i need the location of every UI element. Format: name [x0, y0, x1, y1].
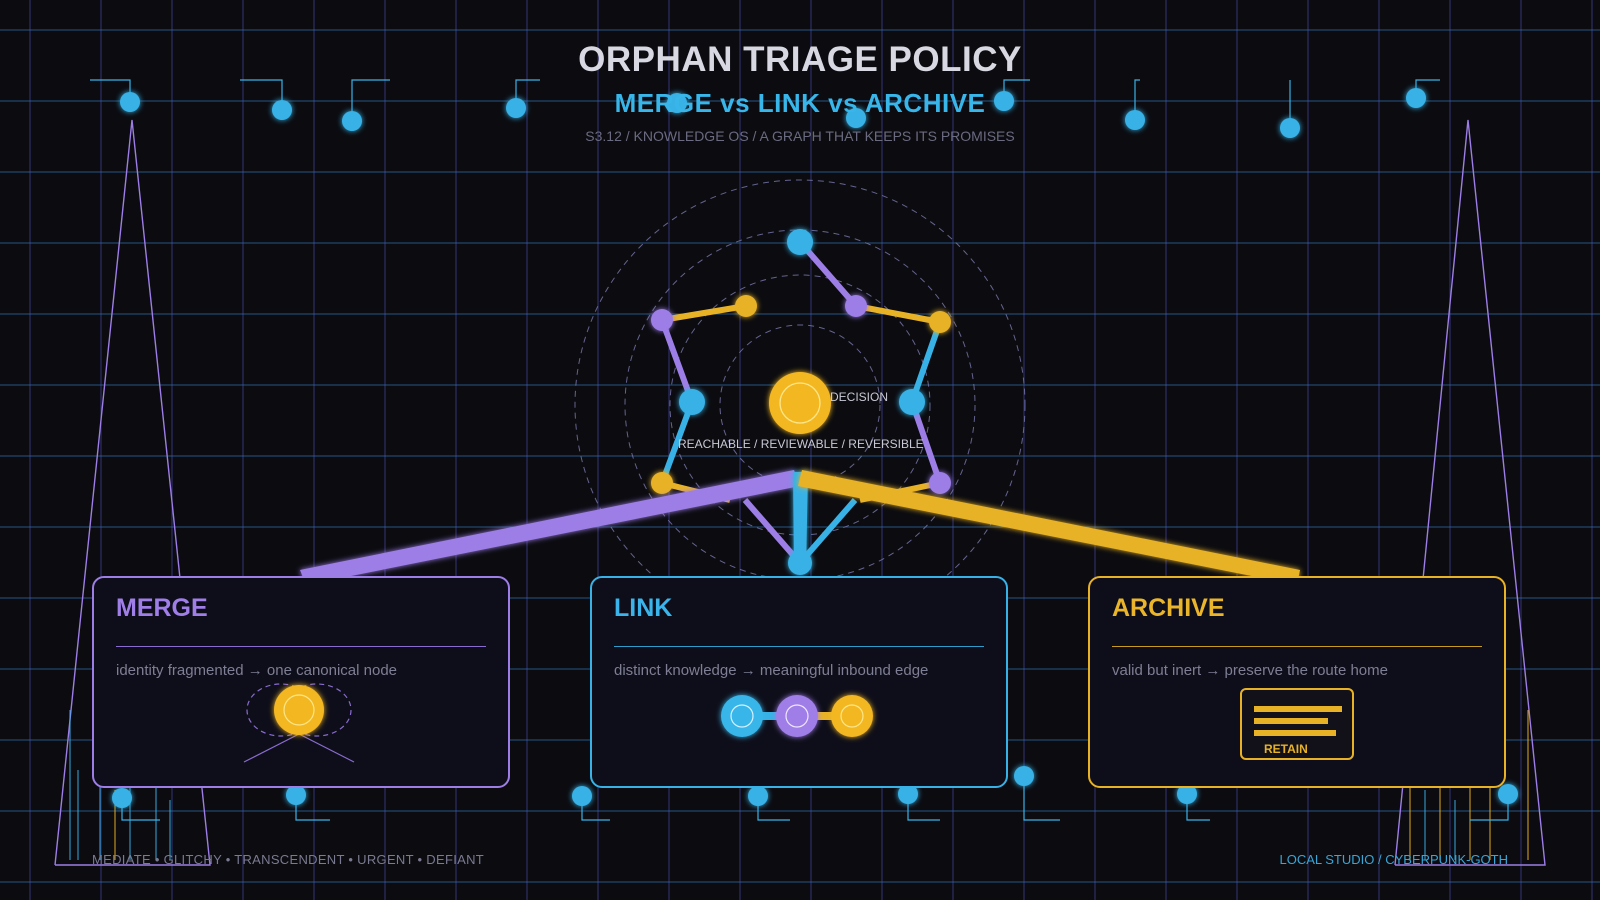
footer-credit: LOCAL STUDIO / CYBERPUNK-GOTH: [1279, 852, 1509, 867]
antenna-wire: [1134, 79, 1140, 120]
circuit-wire: [1023, 776, 1060, 821]
graph-node: [679, 389, 705, 415]
circuit-node: [748, 786, 768, 806]
footer-tags: MEDIATE • GLITCHY • TRANSCENDENT • URGEN…: [92, 852, 485, 867]
antenna-node: [846, 108, 866, 128]
antenna-node: [120, 92, 140, 112]
merge-card-title: MERGE: [116, 594, 208, 622]
link-card-title: LINK: [614, 594, 673, 622]
decision-node-ring: [779, 382, 821, 424]
archive-card-title: ARCHIVE: [1112, 594, 1225, 622]
left-spire: [54, 119, 211, 866]
antenna-node: [1280, 118, 1300, 138]
antenna-node: [342, 111, 362, 131]
circuit-node: [1014, 766, 1034, 786]
graph-edge: [909, 399, 943, 486]
graph-edge: [853, 303, 943, 325]
graph-edge: [742, 498, 803, 565]
graph-node: [929, 311, 951, 333]
graph-node: [929, 472, 951, 494]
beam-junction-node: [788, 551, 812, 575]
graph-node: [651, 472, 673, 494]
archive-card-description: valid but inert → preserve the route hom…: [1112, 662, 1388, 679]
antenna-node: [994, 91, 1014, 111]
graph-edge: [659, 399, 695, 486]
link-chain-icon: [721, 695, 873, 737]
target-ring: [624, 229, 976, 581]
page-title: ORPHAN TRIAGE POLICY: [578, 40, 1022, 79]
archive-line: [1254, 718, 1328, 724]
graph-node: [899, 389, 925, 415]
circuit-node: [286, 785, 306, 805]
link-card: LINK distinct knowledge → meaningful inb…: [590, 576, 1008, 788]
merge-card-description: identity fragmented → one canonical node: [116, 662, 398, 679]
decor-layer: [54, 79, 1546, 866]
graph-network: [651, 229, 951, 565]
archive-box-icon: RETAIN: [1240, 688, 1354, 760]
circuit-node: [112, 788, 132, 808]
antenna-wire: [351, 79, 390, 121]
page-subtitle: MERGE vs LINK vs ARCHIVE: [614, 88, 986, 118]
divider: [614, 646, 984, 647]
circuit-node: [572, 786, 592, 806]
merge-card: MERGE identity fragmented → one canonica…: [92, 576, 510, 788]
link-card-description: distinct knowledge → meaningful inbound …: [614, 662, 929, 679]
circuit-node: [1177, 784, 1197, 804]
merge-node-icon: [243, 683, 355, 763]
antenna-node: [506, 98, 526, 118]
graph-edge: [797, 239, 859, 309]
merge-beam: [300, 470, 800, 585]
divider: [1112, 646, 1482, 647]
graph-edge: [659, 303, 749, 323]
graph-node: [845, 295, 867, 317]
graph-node: [735, 295, 757, 317]
graph-edge: [659, 317, 695, 405]
archive-line: [1254, 706, 1342, 712]
archive-card: ARCHIVE valid but inert → preserve the r…: [1088, 576, 1506, 788]
graph-edge: [797, 498, 858, 565]
antenna-node: [272, 100, 292, 120]
branch-beams: [300, 470, 1300, 585]
archive-line: [1254, 730, 1336, 736]
graph-node: [787, 229, 813, 255]
decision-caption: REACHABLE / REVIEWABLE / REVERSIBLE: [678, 437, 924, 451]
decision-node: [769, 372, 831, 434]
archive-beam: [798, 470, 1300, 585]
graph-node: [651, 309, 673, 331]
circuit-node: [898, 784, 918, 804]
antenna-node: [1125, 110, 1145, 130]
link-beam: [793, 472, 808, 570]
right-spire: [1394, 119, 1546, 866]
antenna-node: [1406, 88, 1426, 108]
decision-label: DECISION: [830, 390, 889, 404]
breadcrumb: S3.12 / KNOWLEDGE OS / A GRAPH THAT KEEP…: [585, 128, 1015, 144]
graph-edge: [909, 319, 943, 405]
antenna-node: [667, 93, 687, 113]
target-ring: [669, 274, 931, 536]
divider: [116, 646, 486, 647]
retain-label: RETAIN: [1264, 742, 1308, 756]
circuit-node: [1498, 784, 1518, 804]
